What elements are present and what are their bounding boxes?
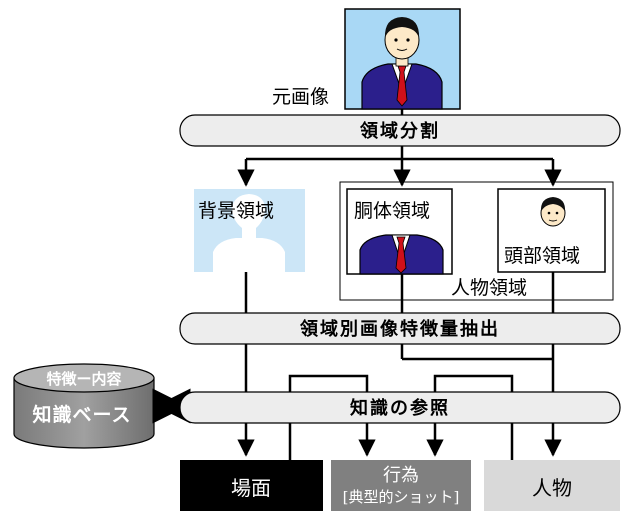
extraction-to-knowledge-lines bbox=[244, 344, 555, 392]
original-image-label: 元画像 bbox=[272, 86, 329, 108]
head-region bbox=[497, 188, 606, 273]
database-label: 知識ベース bbox=[32, 403, 131, 426]
output-arrows bbox=[237, 423, 562, 460]
head-region-label: 頭部領域 bbox=[504, 245, 580, 267]
background-region bbox=[194, 189, 305, 272]
output-scene-label: 場面 bbox=[231, 476, 271, 500]
region-to-extraction-lines bbox=[244, 272, 555, 313]
output-person-label: 人物 bbox=[532, 476, 572, 500]
background-region-label: 背景領域 bbox=[198, 200, 274, 222]
region-split-bar bbox=[179, 114, 621, 147]
output-action-sublabel: [典型的ショット] bbox=[343, 488, 460, 506]
feature-extraction-bar bbox=[179, 312, 621, 345]
torso-region-label: 胴体領域 bbox=[354, 200, 430, 222]
split-arrows bbox=[237, 146, 562, 187]
knowledge-ref-label: 知識の参照 bbox=[350, 397, 450, 419]
person-region-box bbox=[339, 181, 614, 301]
feature-extraction-label: 領域別画像特徴量抽出 bbox=[300, 318, 500, 340]
database-title: 特徴ー内容 bbox=[46, 370, 121, 388]
output-action-label: 行為 bbox=[383, 465, 419, 486]
person-region-label: 人物領域 bbox=[451, 277, 527, 299]
torso-region bbox=[346, 188, 453, 275]
original-image bbox=[344, 8, 461, 110]
output-person-box bbox=[484, 460, 620, 511]
output-scene-box bbox=[180, 460, 323, 511]
region-split-label: 領域分割 bbox=[360, 120, 440, 142]
knowledge-ref-bar bbox=[179, 391, 621, 424]
knowledge-base-cylinder bbox=[13, 363, 155, 449]
output-action-box bbox=[331, 460, 471, 511]
